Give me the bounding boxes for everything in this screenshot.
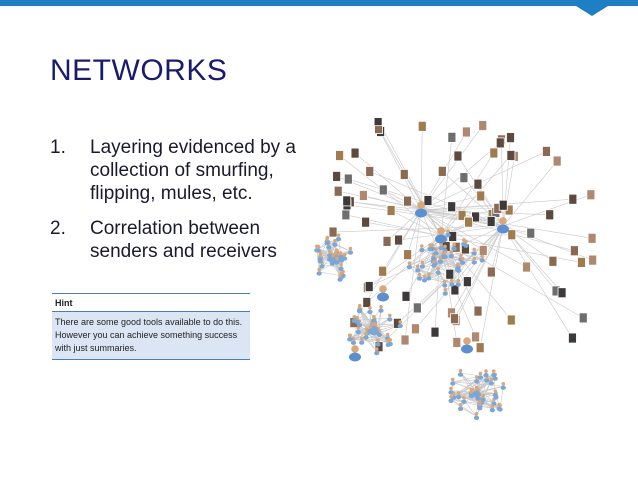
top-accent-bar [0, 0, 638, 6]
corner-tab [576, 6, 608, 16]
bullet-number: 2. [50, 218, 66, 239]
bullet-list: 1. Layering evidenced by a collection of… [50, 136, 312, 275]
bullet-item: 2. Correlation between senders and recei… [50, 217, 312, 263]
slide-title: NETWORKS [50, 54, 228, 87]
hint-box: Hint There are some good tools available… [52, 293, 250, 360]
bullet-text: Correlation between senders and receiver… [90, 218, 277, 262]
bullet-number: 1. [50, 137, 66, 158]
bullet-text: Layering evidenced by a collection of sm… [90, 137, 296, 204]
social-network-graph-icon [314, 118, 598, 420]
bullet-item: 1. Layering evidenced by a collection of… [50, 136, 312, 205]
hint-title: Hint [52, 294, 250, 312]
hint-body: There are some good tools available to d… [52, 312, 250, 359]
